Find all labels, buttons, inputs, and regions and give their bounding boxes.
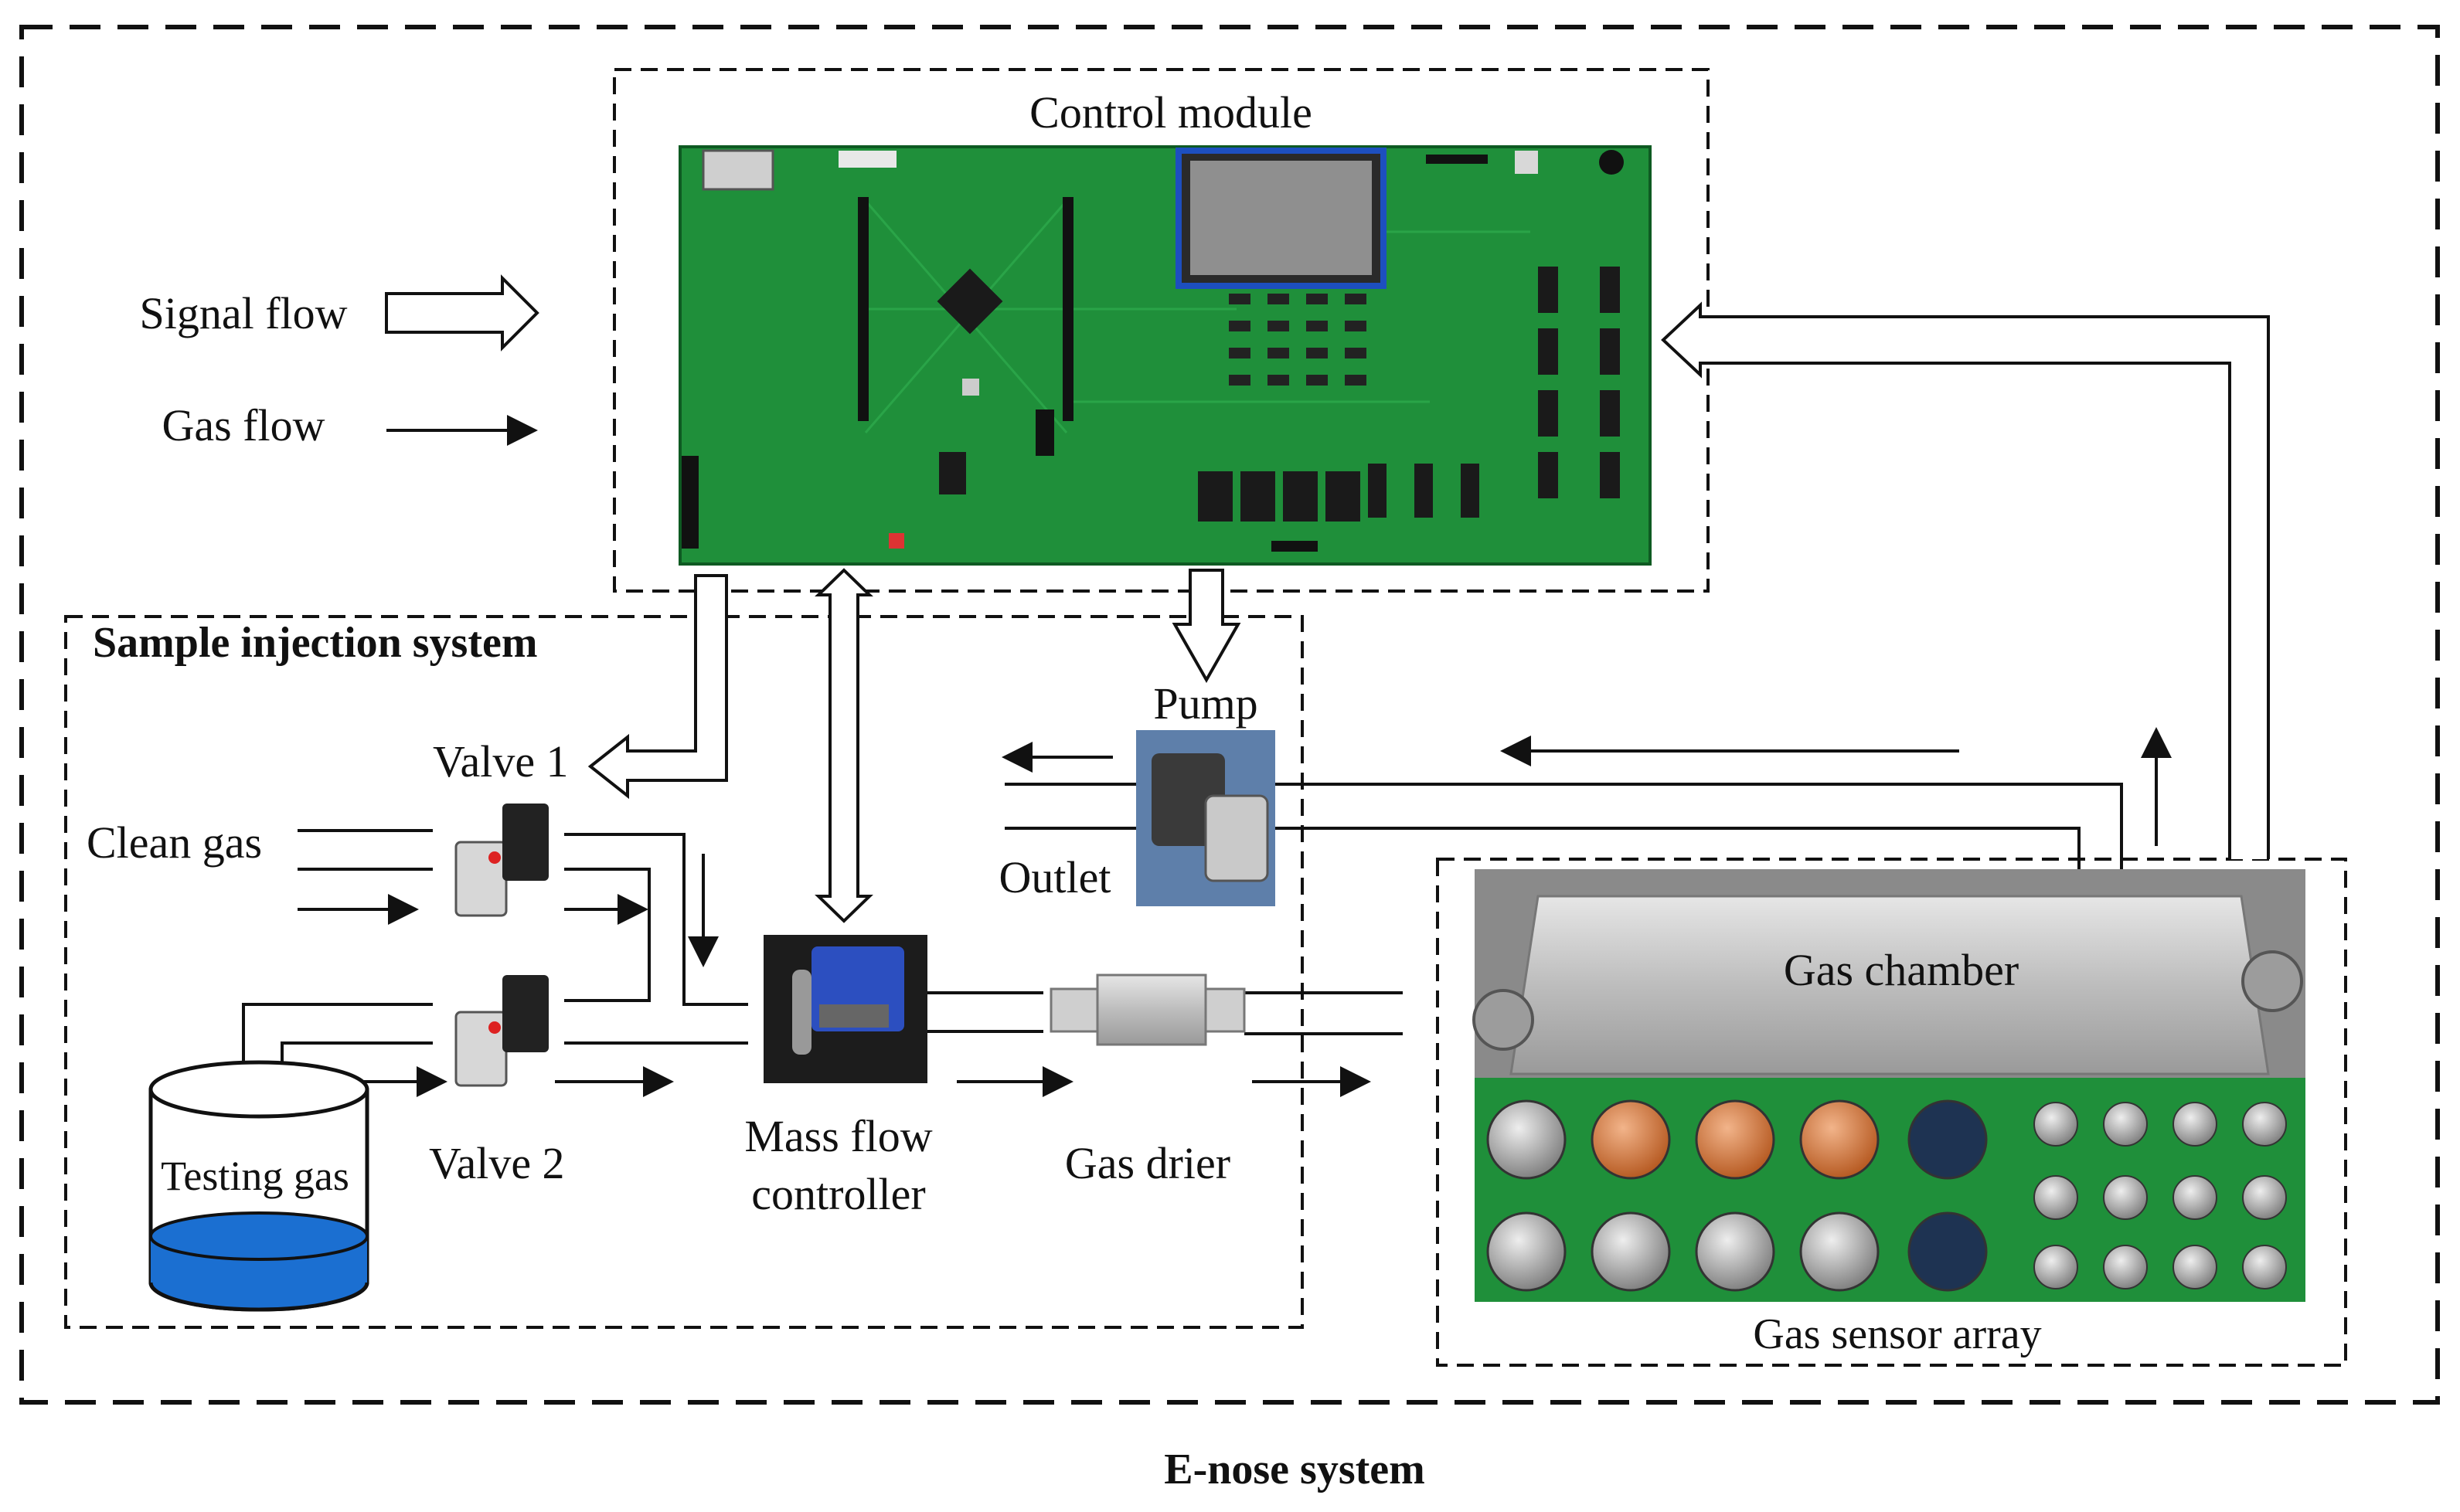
gas-sensor-array-label: Gas sensor array — [1753, 1310, 2041, 1358]
system-title: E-nose system — [1164, 1446, 1425, 1493]
mass-flow-controller-photo — [764, 935, 927, 1083]
valve1-photo — [454, 804, 549, 917]
pump-label: Pump — [1153, 678, 1257, 729]
legend-signal-flow-label: Signal flow — [139, 288, 347, 338]
legend-signal-flow-arrow — [385, 274, 539, 352]
gas-drier-photo — [1050, 973, 1246, 1046]
enose-system-boundary — [19, 25, 2440, 1405]
control-board-pcb — [679, 145, 1652, 566]
clean-gas-label: Clean gas — [87, 817, 262, 868]
valve1-label: Valve 1 — [433, 736, 569, 787]
testing-gas-container — [148, 1060, 369, 1312]
signal-arrow-sensor-to-control — [1661, 301, 2270, 859]
valve2-label: Valve 2 — [429, 1138, 565, 1188]
outlet-label: Outlet — [999, 852, 1111, 902]
signal-arrow-control-to-pump — [1172, 569, 1241, 684]
gas-chamber-photo — [1472, 869, 2305, 1302]
valve2-photo — [454, 975, 549, 1087]
pump-photo — [1136, 730, 1275, 906]
control-module-label: Control module — [1029, 87, 1312, 138]
sample-injection-label: Sample injection system — [93, 619, 538, 667]
gas-sensor-array-boundary — [1436, 858, 2347, 1367]
mass-flow-label-line2: controller — [751, 1169, 925, 1219]
legend-gas-flow-label: Gas flow — [162, 400, 325, 450]
mass-flow-label-line1: Mass flow — [744, 1111, 932, 1161]
gas-drier-label: Gas drier — [1065, 1138, 1230, 1188]
signal-arrow-control-mfc — [815, 568, 873, 923]
testing-gas-label: Testing gas — [161, 1153, 349, 1199]
sample-injection-boundary — [64, 615, 1304, 1329]
signal-arrow-control-to-valve1-body — [587, 574, 728, 800]
gas-chamber-label: Gas chamber — [1784, 945, 2019, 995]
